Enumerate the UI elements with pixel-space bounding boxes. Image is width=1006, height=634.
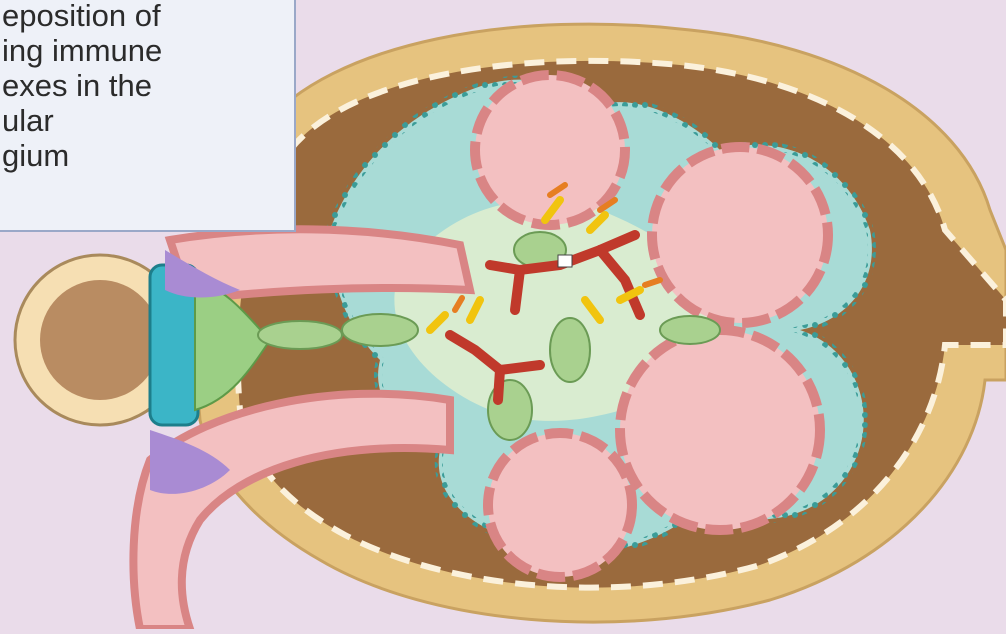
callout-box: eposition of ing immune exes in the ular… <box>0 0 296 232</box>
callout-line-1: eposition of <box>2 0 294 33</box>
callout-line-5: gium <box>2 138 294 173</box>
callout-line-2: ing immune <box>2 33 294 68</box>
callout-line-4: ular <box>2 103 294 138</box>
callout-line-3: exes in the <box>2 68 294 103</box>
